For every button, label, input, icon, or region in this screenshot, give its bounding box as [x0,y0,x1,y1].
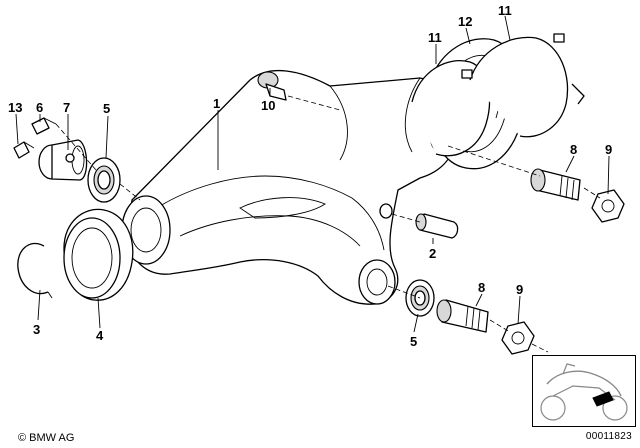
callout-leaders [15,15,610,333]
callout-2: 2 [429,246,436,261]
callout-13: 13 [8,100,22,115]
bearing-5-upper [87,157,121,203]
callout-8-upper: 8 [570,142,577,157]
screw-13 [13,141,35,159]
callout-9-lower: 9 [516,282,523,297]
nut-9-lower [501,321,535,355]
hub-7 [38,139,88,181]
bolt-8-lower [436,299,489,333]
seal-4 [63,208,134,301]
assembly-lines [55,95,601,353]
callout-5-lower: 5 [410,334,417,349]
swing-arm-body [127,69,459,305]
callout-9-upper: 9 [605,142,612,157]
callout-7: 7 [63,100,70,115]
pin-2 [415,213,459,239]
nut-9-upper [591,189,625,223]
callout-4: 4 [96,328,104,343]
callout-labels: 1 2 3 4 5 5 6 7 8 8 9 9 10 11 11 12 13 [8,3,612,349]
callout-5-upper: 5 [103,101,110,116]
copyright-mark-icon [4,433,15,444]
callout-11-right: 11 [498,3,512,18]
callout-8-lower: 8 [478,280,485,295]
callout-11-left: 11 [428,30,442,45]
callout-1: 1 [213,96,220,111]
copyright-footer: © BMW AG [4,430,74,446]
clamp-rings [411,33,585,157]
diagram-number: 00011823 [585,431,632,442]
callout-6: 6 [36,100,43,115]
swing-arm [121,69,459,305]
plug-10 [257,71,287,101]
motorcycle-location-inset [532,355,636,427]
callout-3: 3 [33,322,40,337]
motorcycle-thumbnail-icon [540,363,628,421]
screw-6 [31,117,57,135]
circlip-3 [17,242,53,299]
callout-10: 10 [261,98,275,113]
copyright-text: © BMW AG [18,432,75,444]
bolt-8-upper [530,168,581,201]
callout-12: 12 [458,14,472,29]
